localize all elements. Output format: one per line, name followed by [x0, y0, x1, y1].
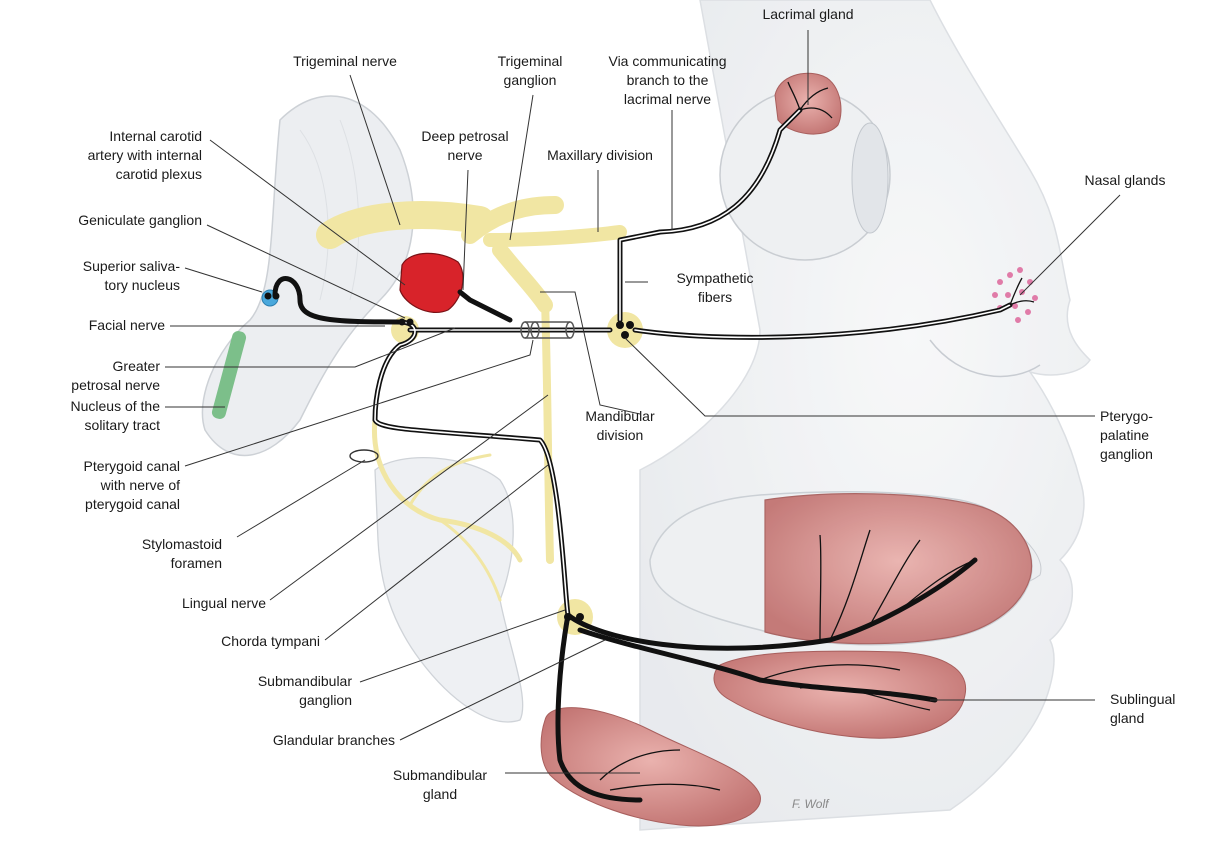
parasympathetic-fibers [272, 107, 1013, 803]
label-internal-carotid: Internal carotid artery with internal ca… [87, 128, 202, 182]
pterygoid-canal-rings [520, 321, 575, 339]
label-geniculate-ganglion: Geniculate ganglion [78, 212, 202, 228]
label-facial-nerve: Facial nerve [88, 317, 165, 333]
label-via-communicating-branch: Via communicating branch to the lacrimal… [608, 53, 727, 107]
label-submandibular-ganglion: Submandibular ganglion [257, 673, 352, 708]
label-mandibular-division: Mandibular division [585, 408, 655, 443]
ganglion-dots [264, 292, 634, 621]
stylomastoid-foramen-ring [349, 449, 379, 463]
leader-lines [165, 30, 1121, 774]
solitary-nucleus-shape [211, 331, 247, 419]
label-lacrimal-gland: Lacrimal gland [762, 6, 854, 22]
gland-branches [599, 81, 1035, 791]
artist-signature: F. Wolf [792, 797, 830, 811]
label-lingual-nerve: Lingual nerve [181, 595, 266, 611]
parotid-region [374, 457, 524, 723]
brainstem [201, 95, 414, 457]
label-stylomastoid-foramen: Stylomastoid foramen [141, 536, 222, 571]
label-submandibular-gland: Submandibular gland [392, 767, 488, 802]
label-sympathetic-fibers: Sympathetic fibers [676, 270, 754, 305]
label-glandular-branches: Glandular branches [272, 732, 395, 748]
label-trigeminal-nerve: Trigeminal nerve [293, 53, 397, 69]
label-pterygopalatine-ganglion: Pterygo- palatine ganglion [1100, 408, 1153, 462]
eyeball [719, 89, 891, 261]
label-chorda-tympani: Chorda tympani [221, 633, 320, 649]
label-deep-petrosal: Deep petrosal nerve [421, 128, 509, 163]
sublingual-gland-shape [713, 650, 967, 739]
label-trigeminal-ganglion: Trigeminal ganglion [497, 53, 563, 88]
label-nucleus-solitary-tract: Nucleus of the solitary tract [70, 398, 161, 433]
label-superior-salivatory-nucleus: Superior saliva- tory nucleus [82, 258, 180, 293]
internal-carotid-artery [399, 252, 464, 313]
label-sublingual-gland: Sublingual gland [1110, 691, 1176, 726]
label-maxillary-division: Maxillary division [547, 147, 653, 163]
tongue [649, 490, 1033, 646]
label-pterygoid-canal: Pterygoid canal with nerve of pterygoid … [83, 458, 180, 512]
label-nasal-glands: Nasal glands [1084, 172, 1166, 188]
label-greater-petrosal-nerve: Greater petrosal nerve [71, 358, 160, 393]
